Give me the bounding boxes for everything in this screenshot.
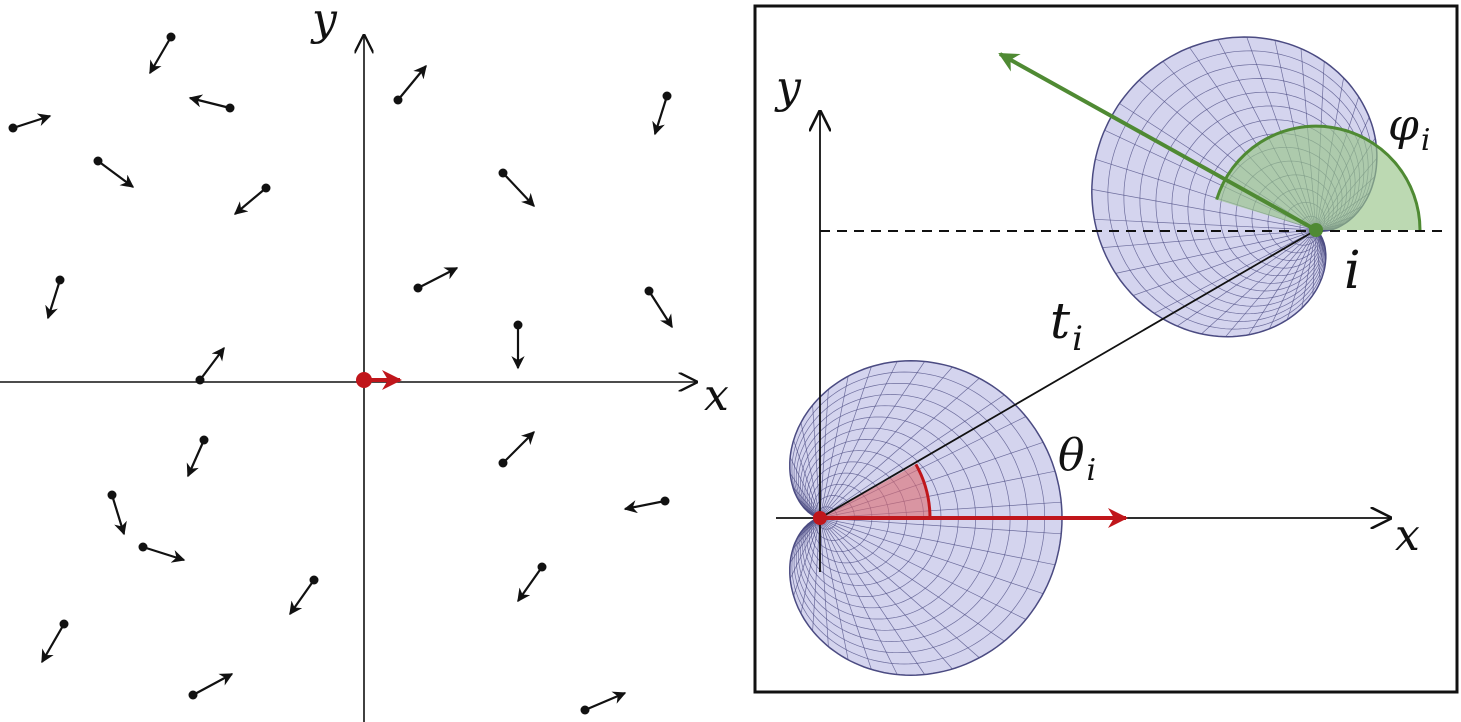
agent-heading-arrow <box>192 673 234 696</box>
left-panel: x y <box>0 0 729 722</box>
agent <box>149 32 176 75</box>
agent <box>623 496 670 514</box>
agent-heading-arrow <box>289 579 315 616</box>
agent-heading-arrow <box>199 346 225 381</box>
agent <box>511 320 525 370</box>
agent-heading-arrow <box>97 160 135 188</box>
agent-dot <box>309 575 319 585</box>
agent <box>138 542 186 563</box>
agent <box>498 168 535 207</box>
agent <box>188 673 234 700</box>
agent <box>652 91 672 136</box>
agent-heading-arrow <box>652 95 669 136</box>
agent-heading-arrow <box>12 113 52 130</box>
agent <box>393 64 427 105</box>
agent <box>289 575 319 616</box>
agent-heading-arrow <box>517 566 543 603</box>
agent <box>644 286 673 329</box>
agent-heading-arrow <box>186 439 206 478</box>
agent <box>8 113 52 133</box>
agent-dot <box>93 156 103 166</box>
agent-dot <box>537 562 547 572</box>
agent-dot <box>166 32 176 42</box>
agent-dot <box>59 619 69 629</box>
agent-heading-arrow <box>417 267 459 289</box>
agent <box>413 267 459 293</box>
right-x-axis-label: x <box>1395 510 1420 561</box>
agent-heading-arrow <box>623 499 666 514</box>
agent <box>517 562 547 603</box>
agent <box>186 435 209 478</box>
agent <box>93 156 135 188</box>
agent-heading-arrow <box>41 623 65 664</box>
agent-dot <box>225 103 235 113</box>
agent-dot <box>393 95 403 105</box>
distance-label: ti <box>1050 292 1083 359</box>
bearing-angle-arc <box>914 463 932 519</box>
distance-line <box>819 229 1317 519</box>
agent-dot <box>498 458 508 468</box>
heading-angle-arc <box>1215 124 1422 231</box>
agent-heading-arrow <box>584 691 627 712</box>
agent <box>195 346 225 385</box>
agent-dot <box>138 542 148 552</box>
agent <box>498 431 535 468</box>
agent-dot <box>107 490 117 500</box>
agent-dot <box>413 283 423 293</box>
right-y-axis-label: y <box>774 62 802 113</box>
agent-dot <box>662 91 672 101</box>
agent-heading-arrow <box>188 94 231 110</box>
left-x-axis-label: x <box>704 370 729 421</box>
agent-dot <box>188 690 198 700</box>
agent-i-dot <box>1309 223 1323 237</box>
agent-heading-arrow <box>149 36 172 75</box>
agent-dot <box>8 123 18 133</box>
agent-heading-arrow <box>397 64 427 101</box>
agent-dot <box>261 183 271 193</box>
agent-dot <box>199 435 209 445</box>
agent-heading-arrow <box>648 290 673 329</box>
agent-heading-arrow <box>45 279 62 320</box>
agent-heading-arrow <box>233 187 267 215</box>
agent-heading-arrow <box>142 545 186 563</box>
agent <box>41 619 69 664</box>
right-panel: x y ti θi φi i <box>753 4 1459 694</box>
agent-heading-arrow <box>110 494 127 536</box>
agent-heading-arrow <box>502 431 535 464</box>
heading-label: φi <box>1388 100 1430 158</box>
agent-i-label: i <box>1344 241 1361 301</box>
agent-heading-arrow <box>502 172 535 207</box>
bearing-subscript: i <box>1087 453 1097 488</box>
agent <box>233 183 271 215</box>
agent-i-heading-arrow <box>998 52 1317 232</box>
agent-dot <box>580 705 590 715</box>
left-y-axis-label: y <box>310 0 338 45</box>
focal-dot <box>813 511 827 525</box>
agent-dot <box>513 320 523 330</box>
heading-subscript: i <box>1421 123 1431 158</box>
agent <box>45 275 65 320</box>
focal-agent-dot <box>356 372 372 388</box>
bearing-label: θi <box>1058 430 1096 488</box>
agent-swarm <box>8 32 673 715</box>
cardioid-mesh <box>789 361 1062 675</box>
bearing-angle-sector <box>820 464 930 518</box>
agent <box>107 490 127 536</box>
agent-dot <box>660 496 670 506</box>
agent-dot <box>195 375 205 385</box>
agent-dot <box>644 286 654 296</box>
agent-dot <box>55 275 65 285</box>
distance-subscript: i <box>1072 319 1083 359</box>
agent-dot <box>498 168 508 178</box>
agent <box>188 94 235 113</box>
agent <box>580 691 627 715</box>
